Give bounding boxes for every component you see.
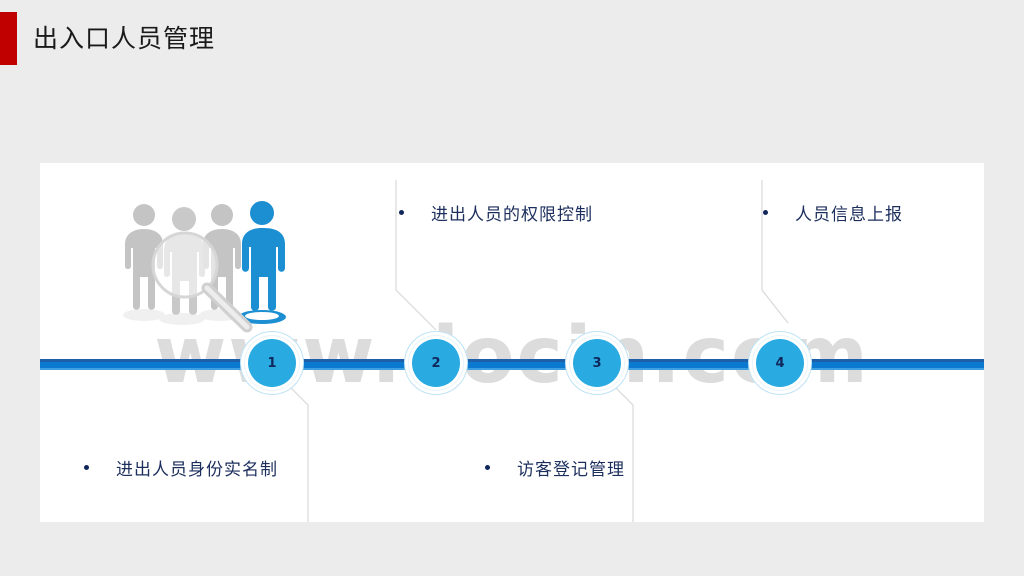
step-label-4[interactable]: 人员信息上报 xyxy=(763,200,903,225)
people-search-illustration xyxy=(123,201,286,333)
step-number: 2 xyxy=(431,355,441,371)
step-label-2[interactable]: 进出人员的权限控制 xyxy=(399,200,593,225)
step-label-text: 人员信息上报 xyxy=(795,205,903,225)
header-accent-bar xyxy=(0,12,17,65)
timeline-step-1[interactable]: 1 xyxy=(240,331,304,395)
step-label-text: 进出人员的权限控制 xyxy=(431,205,593,225)
step-label-text: 进出人员身份实名制 xyxy=(116,460,278,480)
highlighted-person xyxy=(242,201,285,311)
magnifier-icon xyxy=(151,231,253,333)
bullet-icon xyxy=(485,465,490,470)
step-disc: 1 xyxy=(248,339,296,387)
timeline-step-3[interactable]: 3 xyxy=(565,331,629,395)
step-label-3[interactable]: 访客登记管理 xyxy=(485,455,625,480)
bullet-icon xyxy=(399,210,404,215)
step-disc: 2 xyxy=(412,339,460,387)
step-label-text: 访客登记管理 xyxy=(517,460,625,480)
bullet-icon xyxy=(84,465,89,470)
step-disc: 3 xyxy=(573,339,621,387)
step-number: 4 xyxy=(775,355,785,371)
timeline-step-2[interactable]: 2 xyxy=(404,331,468,395)
page-title: 出入口人员管理 xyxy=(33,24,216,53)
step-number: 3 xyxy=(592,355,602,371)
step-disc: 4 xyxy=(756,339,804,387)
timeline-step-4[interactable]: 4 xyxy=(748,331,812,395)
step-number: 1 xyxy=(267,355,277,371)
step-label-1[interactable]: 进出人员身份实名制 xyxy=(84,455,278,480)
bullet-icon xyxy=(763,210,768,215)
timeline-bar xyxy=(40,359,984,370)
gray-person-1 xyxy=(125,204,163,310)
content-panel: www.docin.com xyxy=(40,163,984,522)
